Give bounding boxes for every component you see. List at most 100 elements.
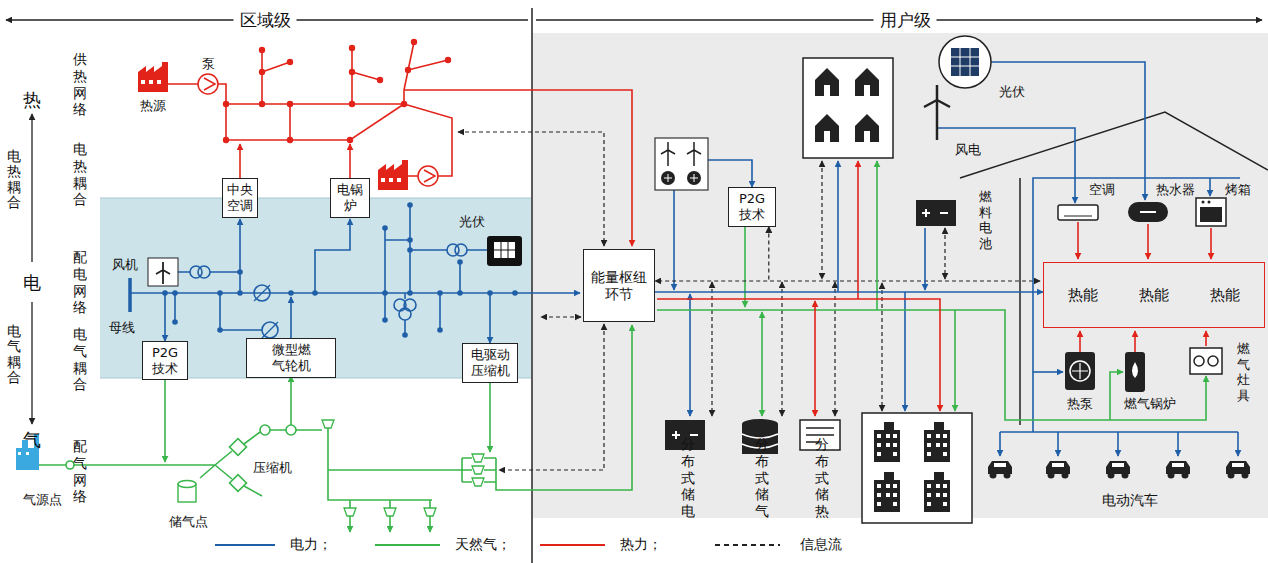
- storage-label: 分布式储热: [815, 436, 829, 520]
- box-text: 热能: [1068, 286, 1098, 304]
- power-network: [198, 266, 210, 278]
- electric-vehicle-icon: [988, 461, 1012, 479]
- wind-pv-icon: [655, 138, 708, 190]
- row-label: 供热网络: [73, 51, 87, 118]
- gas-network: [290, 376, 292, 425]
- houses-icon: [815, 68, 839, 96]
- heating-network: [168, 42, 452, 176]
- heat-source-icon: [138, 62, 168, 92]
- power-node-dot: [457, 259, 463, 265]
- power-network: [455, 244, 467, 256]
- house-outline: [960, 112, 1268, 425]
- device-box: 电驱动压缩机: [462, 343, 518, 382]
- device-label: 光伏: [999, 84, 1025, 100]
- heating-node-dot: [287, 137, 293, 143]
- user-gas-line: [1110, 372, 1123, 420]
- user-power-line: [1144, 178, 1146, 200]
- buildings-icon: [924, 422, 950, 462]
- power-network: [254, 285, 270, 301]
- level-heading: 区域级: [234, 10, 297, 30]
- row-label: 电热耦合: [73, 141, 87, 208]
- legend-sample: [375, 544, 440, 546]
- energy-axis-label: 热: [23, 89, 41, 111]
- power-network: [178, 271, 240, 273]
- appliance-icon: [1208, 201, 1211, 204]
- power-node-dot: [162, 290, 168, 296]
- user-gas-line: [657, 161, 1206, 420]
- user-gas-line: [876, 161, 878, 310]
- appliance-label: 热水器: [1156, 182, 1195, 198]
- heating-node-dot: [223, 101, 229, 107]
- gas-network: [164, 380, 166, 462]
- house-outline: [960, 112, 1268, 178]
- heating-node-dot: [445, 57, 451, 63]
- power-node-dot: [237, 290, 243, 296]
- power-node-dot: [407, 290, 413, 296]
- user-power-line: [1000, 178, 1240, 432]
- energy-axis-label: 气: [23, 429, 41, 451]
- houses-icon: [815, 114, 839, 142]
- information-flow: [834, 282, 835, 416]
- buildings-icon: [862, 413, 972, 523]
- user-power-line: [1117, 432, 1119, 456]
- device-label: 热源: [140, 98, 166, 114]
- heating-network: [349, 144, 351, 180]
- appliance-label: 空调: [1089, 182, 1115, 198]
- device-box: 电锅炉: [330, 178, 370, 217]
- heating-node-dot: [349, 101, 355, 107]
- power-node-dot: [172, 290, 178, 296]
- power-node-dot: [512, 290, 518, 296]
- gas-network: [66, 461, 74, 469]
- gas-network: [230, 475, 247, 492]
- box-text: 热能: [1139, 286, 1169, 304]
- level-arrow: [531, 8, 533, 563]
- power-node-dot: [312, 290, 318, 296]
- gas-valve-icon: [322, 420, 484, 516]
- power-node-dot: [162, 202, 518, 338]
- appliance-icon: [1208, 356, 1218, 366]
- gas-storage-icon: [178, 481, 196, 503]
- row-label: 配气网络: [73, 438, 87, 505]
- pv-panel-icon: [494, 242, 515, 258]
- legend-text: 天然气；: [455, 536, 511, 554]
- box-text: 电驱动压缩机: [469, 347, 511, 378]
- user-power-line: [674, 62, 1240, 456]
- device-label: 压缩机: [253, 460, 292, 476]
- row-label: 配电网络: [73, 249, 87, 316]
- appliance-label: 热泵: [1067, 396, 1093, 412]
- houses-icon: [803, 58, 893, 158]
- heating-network: [404, 90, 632, 246]
- pv-panel-icon: [487, 236, 522, 266]
- appliance-icon: [1064, 216, 1092, 217]
- user-heat-line: [1134, 331, 1136, 352]
- power-network: [489, 293, 491, 343]
- box-text: 电锅炉: [336, 182, 365, 213]
- energy-axis-label: 电: [23, 272, 41, 294]
- user-wind-pv-icon: [939, 36, 991, 88]
- appliance-icon: [1140, 211, 1156, 213]
- power-network: [399, 308, 411, 320]
- level-arrow: [31, 302, 32, 424]
- gas-valve-icon: [322, 420, 334, 428]
- heating-node-dot: [349, 69, 355, 75]
- user-wind-pv-icon: [951, 48, 979, 76]
- power-network: [262, 322, 278, 338]
- box-text: 能量枢纽环节: [590, 269, 649, 303]
- buildings-icon: [874, 472, 900, 512]
- user-power-line: [1033, 371, 1063, 373]
- user-heat-line: [1205, 331, 1207, 346]
- heating-node-dot: [377, 77, 383, 83]
- appliance-icon: [1058, 198, 1226, 392]
- box-text: 中央空调: [226, 182, 255, 213]
- device-label: 储气点: [169, 514, 208, 530]
- power-node-dot: [382, 317, 388, 323]
- heat-energy-box: 热能热能热能: [1043, 262, 1265, 328]
- gas-source-icon: [26, 452, 29, 455]
- power-node-dot: [172, 319, 178, 325]
- power-node-dot: [487, 290, 493, 296]
- wind-turbine-icon: [156, 262, 170, 284]
- gas-valve-icon: [344, 508, 356, 516]
- appliance-icon: [1058, 205, 1098, 220]
- legend-sample: [715, 544, 780, 546]
- power-node-dot: [407, 247, 413, 253]
